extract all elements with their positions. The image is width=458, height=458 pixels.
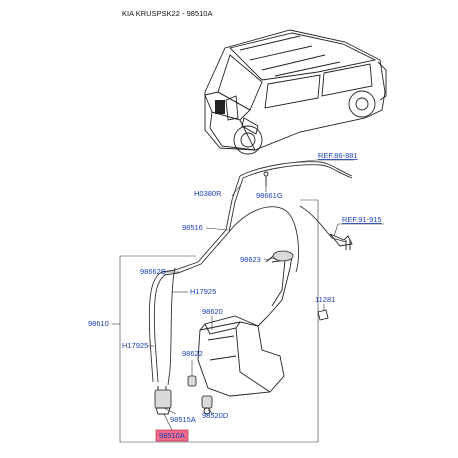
- callout-98520d[interactable]: 98520D: [202, 411, 229, 420]
- washer-location-marker: [215, 100, 225, 114]
- callout-98623[interactable]: 98623: [240, 255, 261, 264]
- diagram-title: KIA KRUSPSK22 - 98510A: [122, 9, 212, 18]
- washer-hose-routing: [148, 161, 353, 386]
- ref-86-881-link[interactable]: REF.86-881: [318, 151, 358, 160]
- leader-lines: [112, 159, 384, 431]
- callout-98510a[interactable]: 98510A: [159, 431, 185, 440]
- callout-98661g[interactable]: 98661G: [256, 191, 283, 200]
- callout-h17925-left[interactable]: H17925: [122, 341, 148, 350]
- assembly-frame: [119, 199, 319, 443]
- callout-98662b[interactable]: 98662B: [140, 267, 166, 276]
- callout-11281[interactable]: 11281: [315, 295, 335, 304]
- filler-cap: [272, 250, 294, 262]
- callout-98516[interactable]: 98516: [182, 223, 203, 232]
- callout-98622[interactable]: 98622: [182, 349, 203, 358]
- callout-h17925-top[interactable]: H17925: [190, 287, 216, 296]
- callout-98610[interactable]: 98610: [88, 319, 109, 328]
- callout-98510a-highlight: [155, 429, 189, 442]
- callout-98620[interactable]: 98620: [202, 307, 223, 316]
- rear-nozzle-connector: [329, 233, 353, 250]
- callout-98515a[interactable]: 98515A: [170, 415, 196, 424]
- washer-reservoir: [187, 250, 329, 415]
- ref-91-915-link[interactable]: REF.91-915: [342, 215, 382, 224]
- vehicle-illustration: [204, 29, 387, 155]
- callout-h0380r[interactable]: H0380R: [194, 189, 222, 198]
- washer-pump: [154, 386, 172, 415]
